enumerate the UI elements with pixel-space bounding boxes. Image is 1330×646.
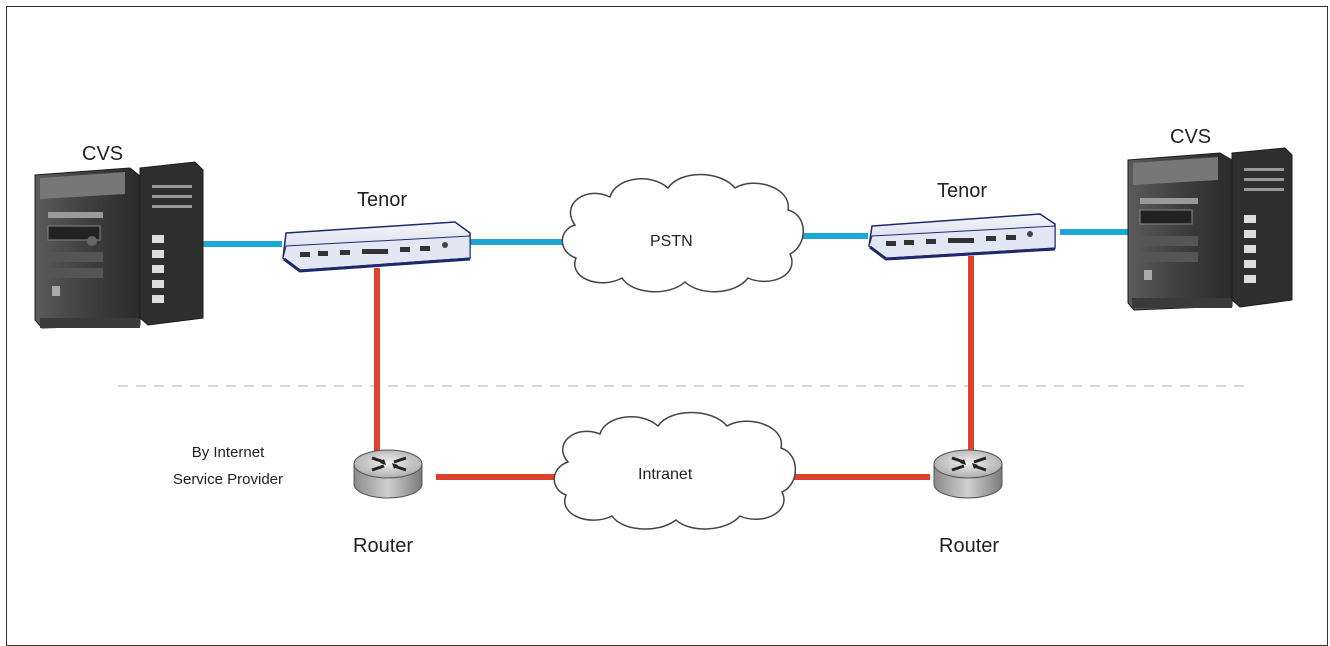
- isp-note-line1: By Internet: [192, 444, 265, 461]
- router-left-label: Router: [353, 535, 413, 557]
- router-left-icon: [353, 449, 423, 499]
- tenor-right-label: Tenor: [937, 180, 987, 202]
- cvs-left-label: CVS: [82, 143, 123, 165]
- router-right-icon: [933, 449, 1003, 499]
- intranet-cloud-icon: [553, 411, 796, 530]
- cvs-right-label: CVS: [1170, 126, 1211, 148]
- network-diagram: CVS CVS Tenor Tenor PSTN Intranet Router…: [6, 6, 1328, 646]
- server-tower-left-icon: [34, 161, 204, 329]
- isp-note-line2: Service Provider: [173, 471, 283, 488]
- server-tower-right-icon: [1127, 147, 1293, 311]
- pstn-cloud-icon: [561, 173, 804, 293]
- tenor-left-label: Tenor: [357, 189, 407, 211]
- tenor-device-right-icon: [868, 213, 1056, 261]
- pstn-label: PSTN: [650, 233, 693, 250]
- intranet-label: Intranet: [638, 466, 693, 483]
- tenor-device-left-icon: [282, 221, 471, 273]
- router-right-label: Router: [939, 535, 999, 557]
- diagram-svg: CVS CVS Tenor Tenor PSTN Intranet Router…: [34, 126, 1293, 557]
